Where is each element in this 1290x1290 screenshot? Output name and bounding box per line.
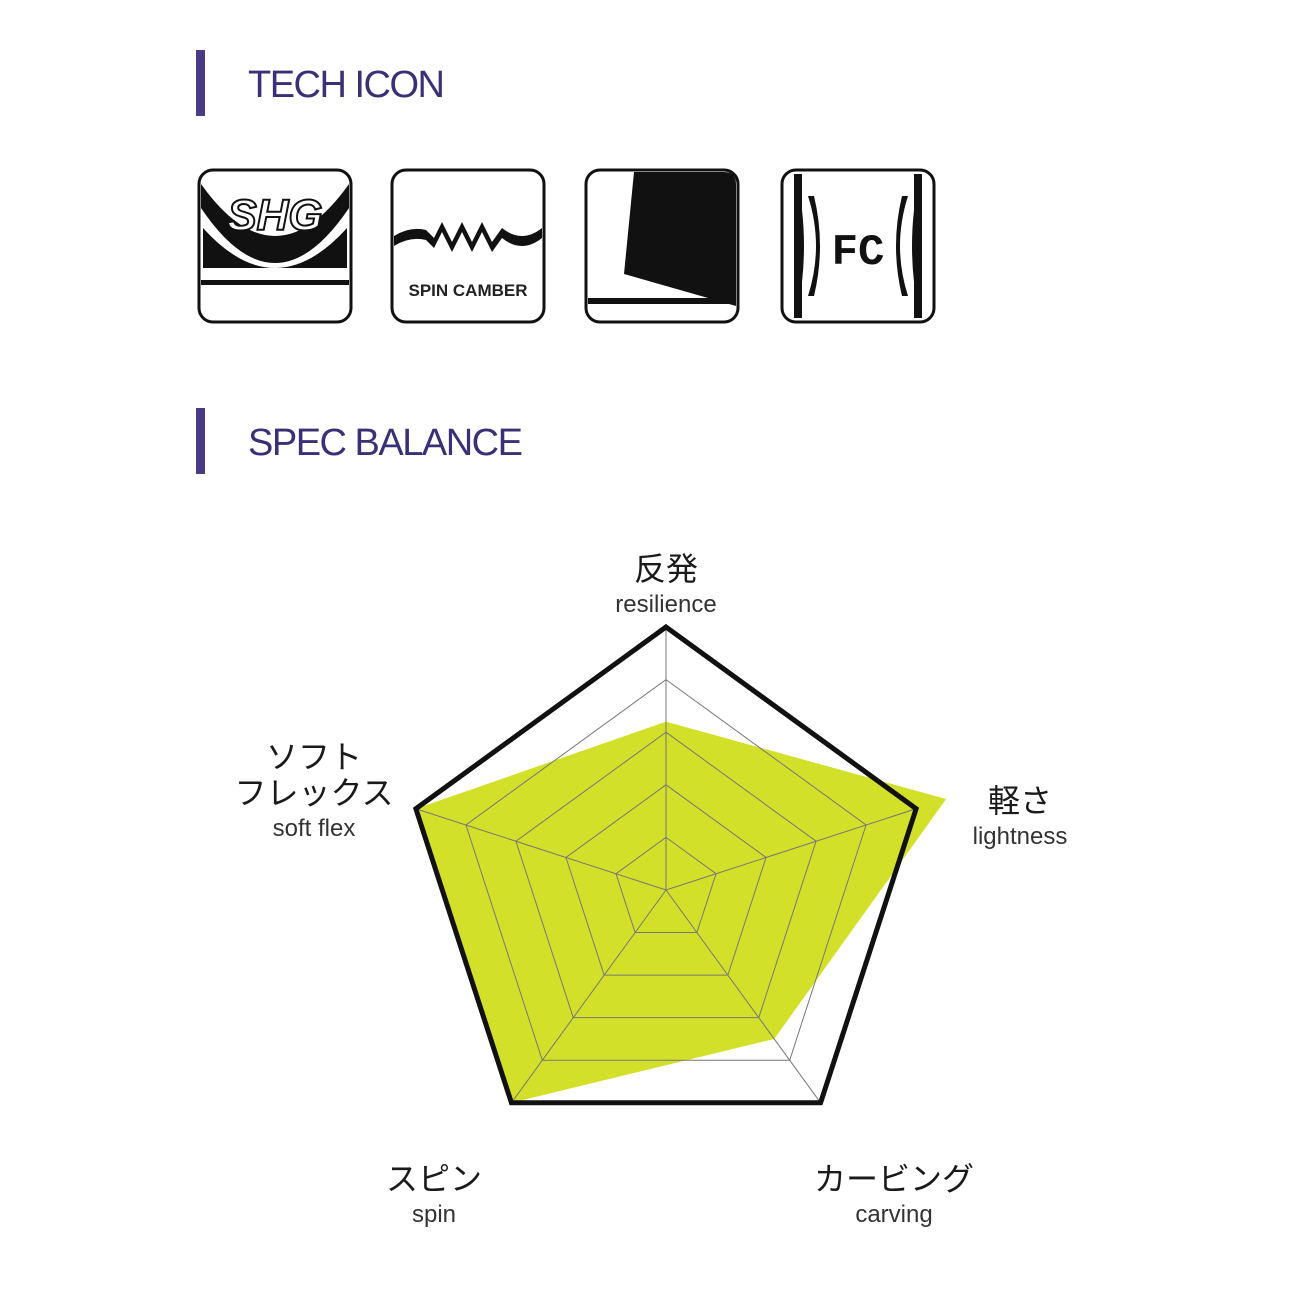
radar-outline <box>412 623 920 1106</box>
axis-label-en: soft flex <box>273 815 356 842</box>
radar-spoke <box>665 889 821 1104</box>
radar-data-area <box>415 721 947 1103</box>
section-accent-bar <box>196 50 205 116</box>
axis-label-ja: フレックス <box>234 774 393 812</box>
fc-icon: FC <box>780 168 936 324</box>
axis-label-ja: ソフト <box>266 738 362 776</box>
shg-icon: SHG <box>197 168 353 324</box>
radar-grid-ring <box>565 784 767 976</box>
section-title-tech: TECH ICON <box>248 64 445 106</box>
axis-label-ja: 反発 <box>634 550 698 588</box>
radar-grid-ring <box>515 731 817 1019</box>
shg-icon-label: SHG <box>227 191 322 240</box>
axis-label-ja: カービング <box>814 1160 974 1198</box>
radar-spoke <box>415 808 667 891</box>
axis-label-ja: スピン <box>386 1160 482 1198</box>
axis-label-en: carving <box>855 1201 932 1228</box>
spin-camber-icon-label: SPIN CAMBER <box>408 281 527 300</box>
axis-label-en: resilience <box>615 591 716 618</box>
axis-label-en: lightness <box>973 823 1068 850</box>
section-accent-bar <box>196 408 205 474</box>
axis-label-en: spin <box>412 1201 456 1228</box>
radar-grid-ring <box>465 678 867 1061</box>
axis-label-ja: 軽さ <box>988 782 1052 820</box>
spin-camber-icon: SPIN CAMBER <box>390 168 546 324</box>
radar-grid-ring <box>615 836 717 934</box>
fc-icon-label: FC <box>832 228 885 278</box>
section-title-spec: SPEC BALANCE <box>248 422 523 464</box>
radar-spoke <box>665 808 917 891</box>
sidewall-icon <box>584 168 740 324</box>
radar-spoke <box>511 889 667 1104</box>
